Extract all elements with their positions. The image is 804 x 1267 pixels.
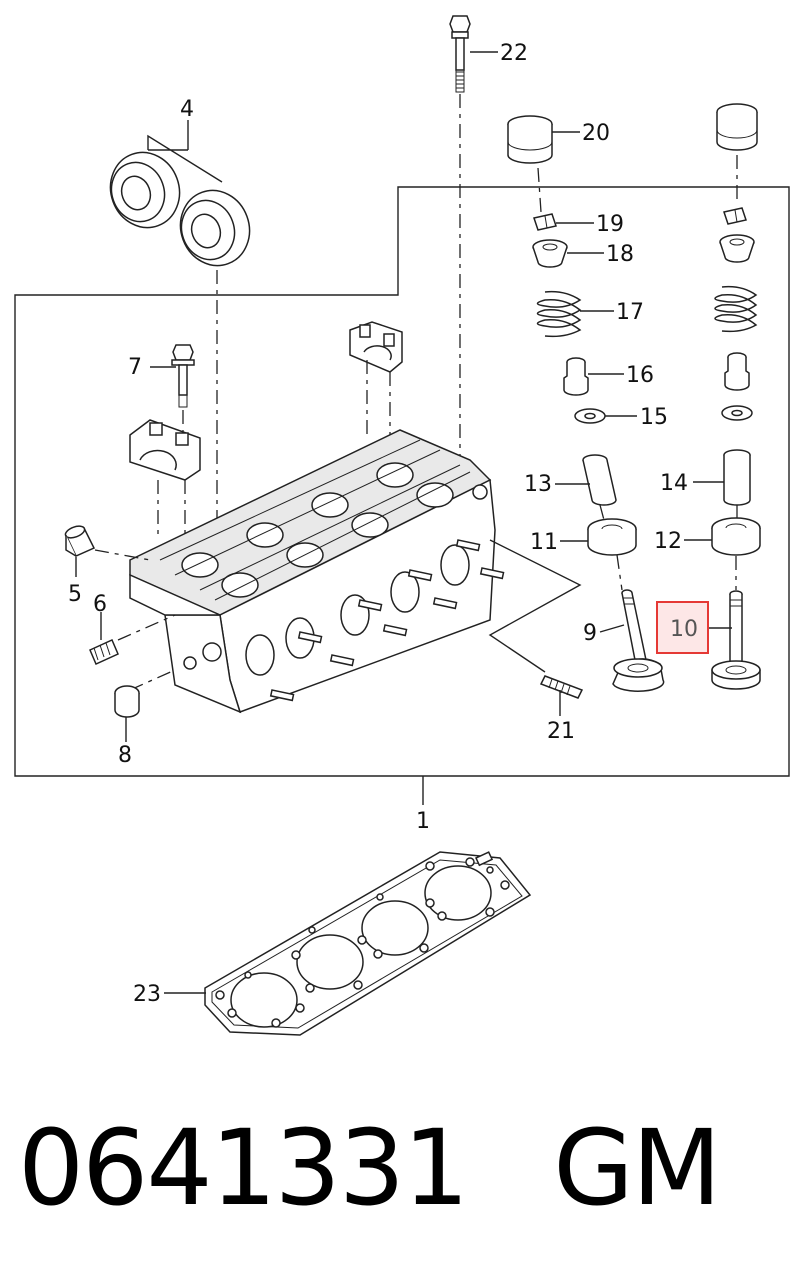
exhaust-valve-10 [711, 556, 761, 690]
valve-keeper [723, 207, 747, 225]
plug-8 [114, 685, 140, 718]
valve-seat-12 [711, 517, 761, 556]
stud-6 [89, 639, 119, 665]
cap-bolt-7 [171, 344, 195, 408]
callout-1: 1 [416, 809, 430, 834]
callout-9: 9 [583, 621, 597, 646]
callout-8: 8 [118, 743, 132, 768]
callout-5: 5 [68, 582, 82, 607]
brand-name: GM [553, 1107, 721, 1229]
callout-11: 11 [530, 530, 558, 555]
valve-guide-14 [723, 449, 751, 506]
highlight-box-10 [656, 601, 709, 654]
spring-seat-15 [574, 408, 606, 424]
callout-17: 17 [616, 300, 644, 325]
intake-valve-9 [612, 554, 665, 692]
bearing-cap-top [349, 321, 403, 373]
valve-seat-11 [587, 518, 637, 556]
camshaft-seals-4 [109, 151, 251, 267]
callout-23: 23 [133, 982, 161, 1007]
plug-5 [64, 525, 96, 557]
callout-10: 10 [670, 617, 698, 642]
callout-20: 20 [582, 121, 610, 146]
callout-14: 14 [660, 471, 688, 496]
head-gasket-23 [204, 851, 532, 1036]
spring-seat [721, 405, 753, 421]
part-footer: 0641331 GM [18, 1107, 722, 1229]
spring-retainer-18 [532, 239, 568, 268]
tappet [716, 103, 758, 151]
valve-guide-13 [582, 454, 617, 506]
spring-retainer [719, 234, 755, 263]
cylinder-head-1 [129, 429, 505, 714]
callout-19: 19 [596, 212, 624, 237]
callout-15: 15 [640, 405, 668, 430]
valve-seal [724, 352, 750, 391]
assembly-frame [14, 186, 790, 777]
stud-21 [539, 675, 584, 699]
callout-21: 21 [547, 719, 575, 744]
part-number: 0641331 [18, 1107, 469, 1229]
head-bolt-22 [449, 15, 471, 93]
callout-13: 13 [524, 472, 552, 497]
valve-spring [714, 285, 758, 333]
callout-16: 16 [626, 363, 654, 388]
callout-6: 6 [93, 592, 107, 617]
valve-keeper-19 [533, 213, 557, 231]
callout-7: 7 [128, 355, 142, 380]
callout-12: 12 [654, 529, 682, 554]
callout-22: 22 [500, 41, 528, 66]
valve-seal-16 [563, 357, 589, 396]
tappet-20 [507, 115, 553, 164]
callout-4: 4 [180, 97, 194, 122]
callout-18: 18 [606, 242, 634, 267]
valve-spring-17 [536, 290, 582, 338]
bearing-cap [129, 419, 201, 481]
